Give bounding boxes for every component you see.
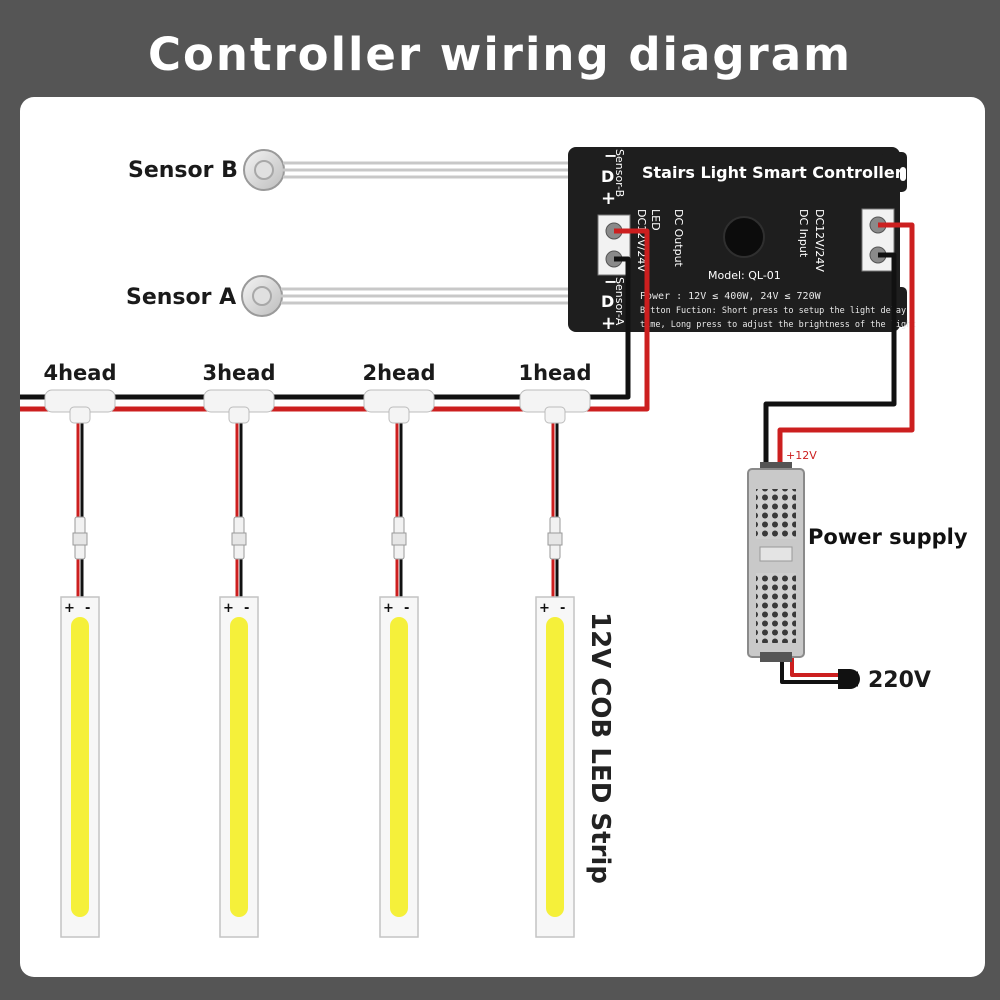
sensor-b-label: Sensor B: [128, 158, 238, 183]
dc-input-spec: DC12V/24V: [813, 209, 826, 272]
head-2: 2head +-: [362, 361, 436, 938]
controller-name: Stairs Light Smart Controller: [642, 163, 903, 182]
sensor-a-label: Sensor A: [126, 285, 236, 310]
strip-plus-label: +: [223, 601, 234, 616]
input-wire-red: [777, 222, 915, 465]
page-title: Controller wiring diagram: [147, 28, 853, 81]
sensor-a-pin-minus: −: [604, 272, 617, 291]
led-label: LED: [649, 209, 662, 231]
strip-minus-label: -: [404, 601, 409, 616]
controller: − D + Sensor-B − D + Sensor-A DC12V/24V …: [568, 146, 916, 334]
controller-button-function-1: Button Fuction: Short press to setup the…: [640, 306, 906, 316]
sensor-b-port-label: Sensor-B: [613, 149, 626, 197]
strip-minus-label: -: [244, 601, 249, 616]
led-heads: 4head+-3head+-2head+-1head+-: [43, 361, 592, 938]
sensor-b-pin-minus: −: [604, 146, 617, 165]
mounting-hole: [900, 167, 906, 181]
sensor-a-pin-plus: +: [601, 313, 616, 334]
cob-led-light: [546, 617, 564, 917]
strip-plus-label: +: [539, 601, 550, 616]
power-supply-vent-bottom: [756, 573, 796, 643]
controller-model: Model: QL-01: [708, 269, 781, 282]
power-supply-label: Power supply: [808, 525, 968, 549]
sensor-b: Sensor B: [128, 149, 592, 191]
dc-input-label: DC Input: [797, 209, 810, 258]
power-supply-vent-top: [756, 489, 796, 539]
strip-plus-label: +: [64, 601, 75, 616]
sensor-a-pin-d: D: [601, 292, 614, 311]
head-label: 4head: [43, 361, 116, 385]
strip-minus-label: -: [560, 601, 565, 616]
sensor-b-pin-d: D: [601, 167, 614, 186]
sensor-a-port-label: Sensor-A: [613, 277, 626, 326]
controller-button-function-2: time, Long press to adjust the brightnes…: [640, 320, 916, 330]
controller-button: [723, 216, 765, 258]
output-wire-red: [20, 228, 650, 412]
power-supply: +12V Power supply 220V: [747, 449, 968, 693]
sensor-a-cable: [281, 287, 592, 305]
input-wire-black: [763, 252, 897, 465]
output-wire-black: [20, 256, 631, 400]
mains-voltage-label: 220V: [868, 668, 931, 693]
dc-output-label: DC Output: [672, 209, 685, 268]
head-label: 2head: [362, 361, 435, 385]
strip-minus-label: -: [85, 601, 90, 616]
cob-led-light: [71, 617, 89, 917]
sensor-a: Sensor A: [126, 275, 592, 317]
head-label: 3head: [202, 361, 275, 385]
power-supply-plus-label: +12V: [786, 449, 817, 462]
head-label: 1head: [518, 361, 591, 385]
strip-label: 12V COB LED Strip: [585, 612, 615, 884]
sensor-b-cable: [283, 161, 592, 179]
sensor-b-pin-plus: +: [601, 188, 616, 209]
controller-power-rating: Power : 12V ≤ 400W, 24V ≤ 720W: [640, 291, 822, 302]
head-4: 4head +-: [43, 361, 117, 938]
head-1: 1head +-: [518, 361, 592, 938]
cob-led-light: [390, 617, 408, 917]
diagram-panel: Sensor B Sensor A − D + Sensor-B −: [20, 97, 985, 977]
wiring: [20, 222, 915, 684]
head-3: 3head +-: [202, 361, 276, 938]
wiring-diagram: Sensor B Sensor A − D + Sensor-B −: [20, 146, 968, 938]
strip-plus-label: +: [383, 601, 394, 616]
cob-led-light: [230, 617, 248, 917]
